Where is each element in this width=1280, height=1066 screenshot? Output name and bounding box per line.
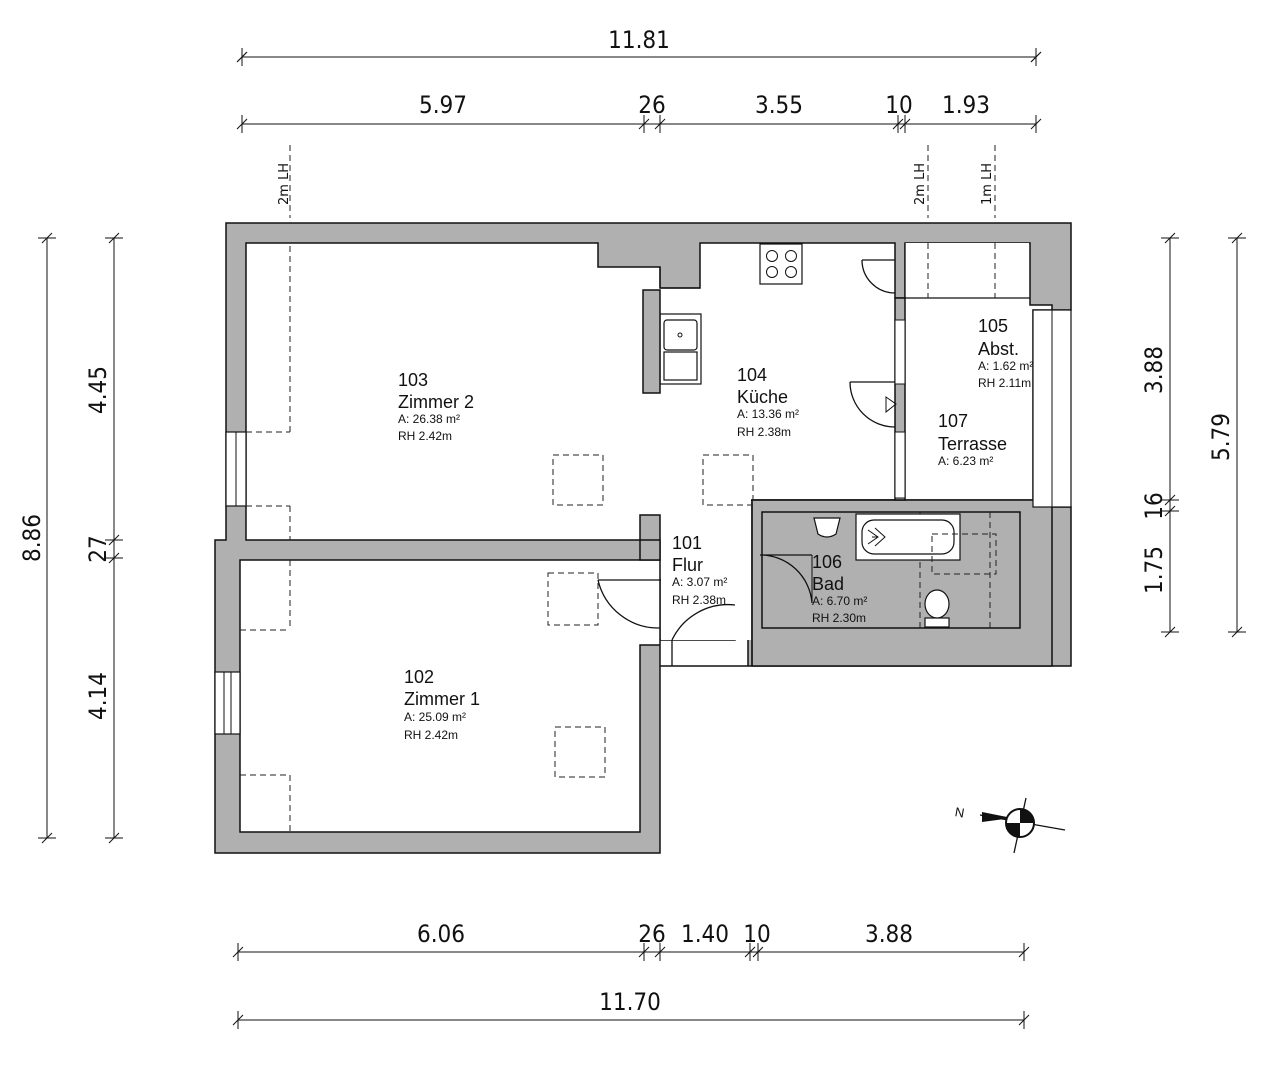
dimension-label: 26: [638, 91, 665, 119]
windows: [214, 309, 1072, 735]
room-name: Flur: [672, 555, 703, 575]
dimension-label: 3.88: [865, 920, 913, 948]
height-lines: 2m LH 2m LH 1m LH: [240, 145, 996, 832]
kitchen-column: [642, 289, 661, 394]
dimension-label: 5.97: [419, 91, 467, 119]
dimension-label: 26: [638, 920, 665, 948]
door-arrow-icon: [885, 396, 897, 414]
room-103: 103 Zimmer 2 A: 26.38 m² RH 2.42m: [398, 370, 474, 443]
room-name: Küche: [737, 387, 788, 407]
dimension-label: 1.75: [1140, 546, 1168, 594]
dimension-label: 11.81: [608, 26, 670, 54]
room-105: 105 Abst. A: 1.62 m² RH 2.11m: [978, 316, 1033, 390]
terrace-door-frame-2: [894, 431, 906, 499]
doors: [597, 259, 897, 666]
room-area: A: 3.07 m²: [672, 575, 727, 589]
room-name: Terrasse: [938, 434, 1007, 454]
door-bad: [759, 554, 813, 604]
height-line-label: 2m LH: [913, 163, 928, 205]
room-number: 102: [404, 667, 434, 687]
fixtures: [547, 243, 997, 778]
north-label: N: [954, 804, 966, 820]
dimension-label: 8.86: [18, 514, 46, 562]
room-name: Bad: [812, 574, 844, 594]
room-name: Zimmer 2: [398, 392, 474, 412]
dimension-label: 4.14: [84, 672, 112, 720]
room-area: A: 25.09 m²: [404, 710, 466, 724]
room-area: A: 13.36 m²: [737, 407, 799, 421]
dimension-label: 11.70: [599, 988, 661, 1016]
dimension-label: 3.88: [1140, 346, 1168, 394]
dimension-label: 10: [885, 91, 912, 119]
toilet-icon: [924, 589, 950, 628]
dimension-label: 10: [743, 920, 770, 948]
door-zimmer1: [597, 579, 661, 629]
dimension-label: 16: [1140, 492, 1168, 519]
skylights: [547, 454, 997, 778]
room-height: RH 2.42m: [404, 728, 458, 742]
dimension-label: 6.06: [417, 920, 465, 948]
kitchen-counter: [642, 289, 702, 394]
room-number: 105: [978, 316, 1008, 336]
dimension-label: 1.93: [942, 91, 990, 119]
room-name: Zimmer 1: [404, 689, 480, 709]
room-labels: 103 Zimmer 2 A: 26.38 m² RH 2.42m 104 Kü…: [398, 316, 1033, 742]
dimension-lines: 11.81 5.97 26 3.55 10 1.93: [18, 26, 1246, 1029]
terrace-door-frame: [894, 319, 906, 385]
dimension-label: 5.79: [1207, 413, 1235, 461]
room-area: A: 6.23 m²: [938, 454, 993, 468]
room-number: 106: [812, 552, 842, 572]
washbasin-icon: [813, 517, 841, 538]
room-name: Abst.: [978, 339, 1019, 359]
window-zimmer1: [214, 671, 241, 735]
room-104: 104 Küche A: 13.36 m² RH 2.38m: [737, 365, 799, 439]
dimension-label: 3.55: [755, 91, 803, 119]
height-line-label: 2m LH: [277, 163, 292, 205]
height-line-label: 1m LH: [980, 163, 995, 205]
room-height: RH 2.38m: [737, 425, 791, 439]
door-flur: [671, 603, 736, 666]
room-height: RH 2.38m: [672, 593, 726, 607]
room-area: A: 1.62 m²: [978, 359, 1033, 373]
dimension-label: 4.45: [84, 366, 112, 414]
room-106: 106 Bad A: 6.70 m² RH 2.30m: [812, 552, 867, 625]
corridor-wall: [639, 539, 661, 561]
north-arrow-icon: N: [954, 797, 1066, 854]
room-107: 107 Terrasse A: 6.23 m²: [938, 411, 1007, 468]
stove-icon: [759, 243, 803, 285]
room-101: 101 Flur A: 3.07 m² RH 2.38m: [672, 533, 727, 607]
bathtub-icon: [855, 513, 961, 561]
dimension-label: 27: [84, 535, 112, 562]
room-height: RH 2.42m: [398, 429, 452, 443]
room-102: 102 Zimmer 1 A: 25.09 m² RH 2.42m: [404, 667, 480, 742]
room-height: RH 2.11m: [978, 376, 1031, 390]
room-number: 103: [398, 370, 428, 390]
dimension-label: 1.40: [681, 920, 729, 948]
room-number: 101: [672, 533, 702, 553]
door-terrace: [849, 381, 896, 428]
room-number: 104: [737, 365, 767, 385]
kitchen-terrace-wall: [894, 297, 906, 501]
door-abstellraum: [861, 259, 896, 294]
room-height: RH 2.30m: [812, 611, 866, 625]
room-area: A: 26.38 m²: [398, 412, 460, 426]
room-area: A: 6.70 m²: [812, 594, 867, 608]
room-number: 107: [938, 411, 968, 431]
